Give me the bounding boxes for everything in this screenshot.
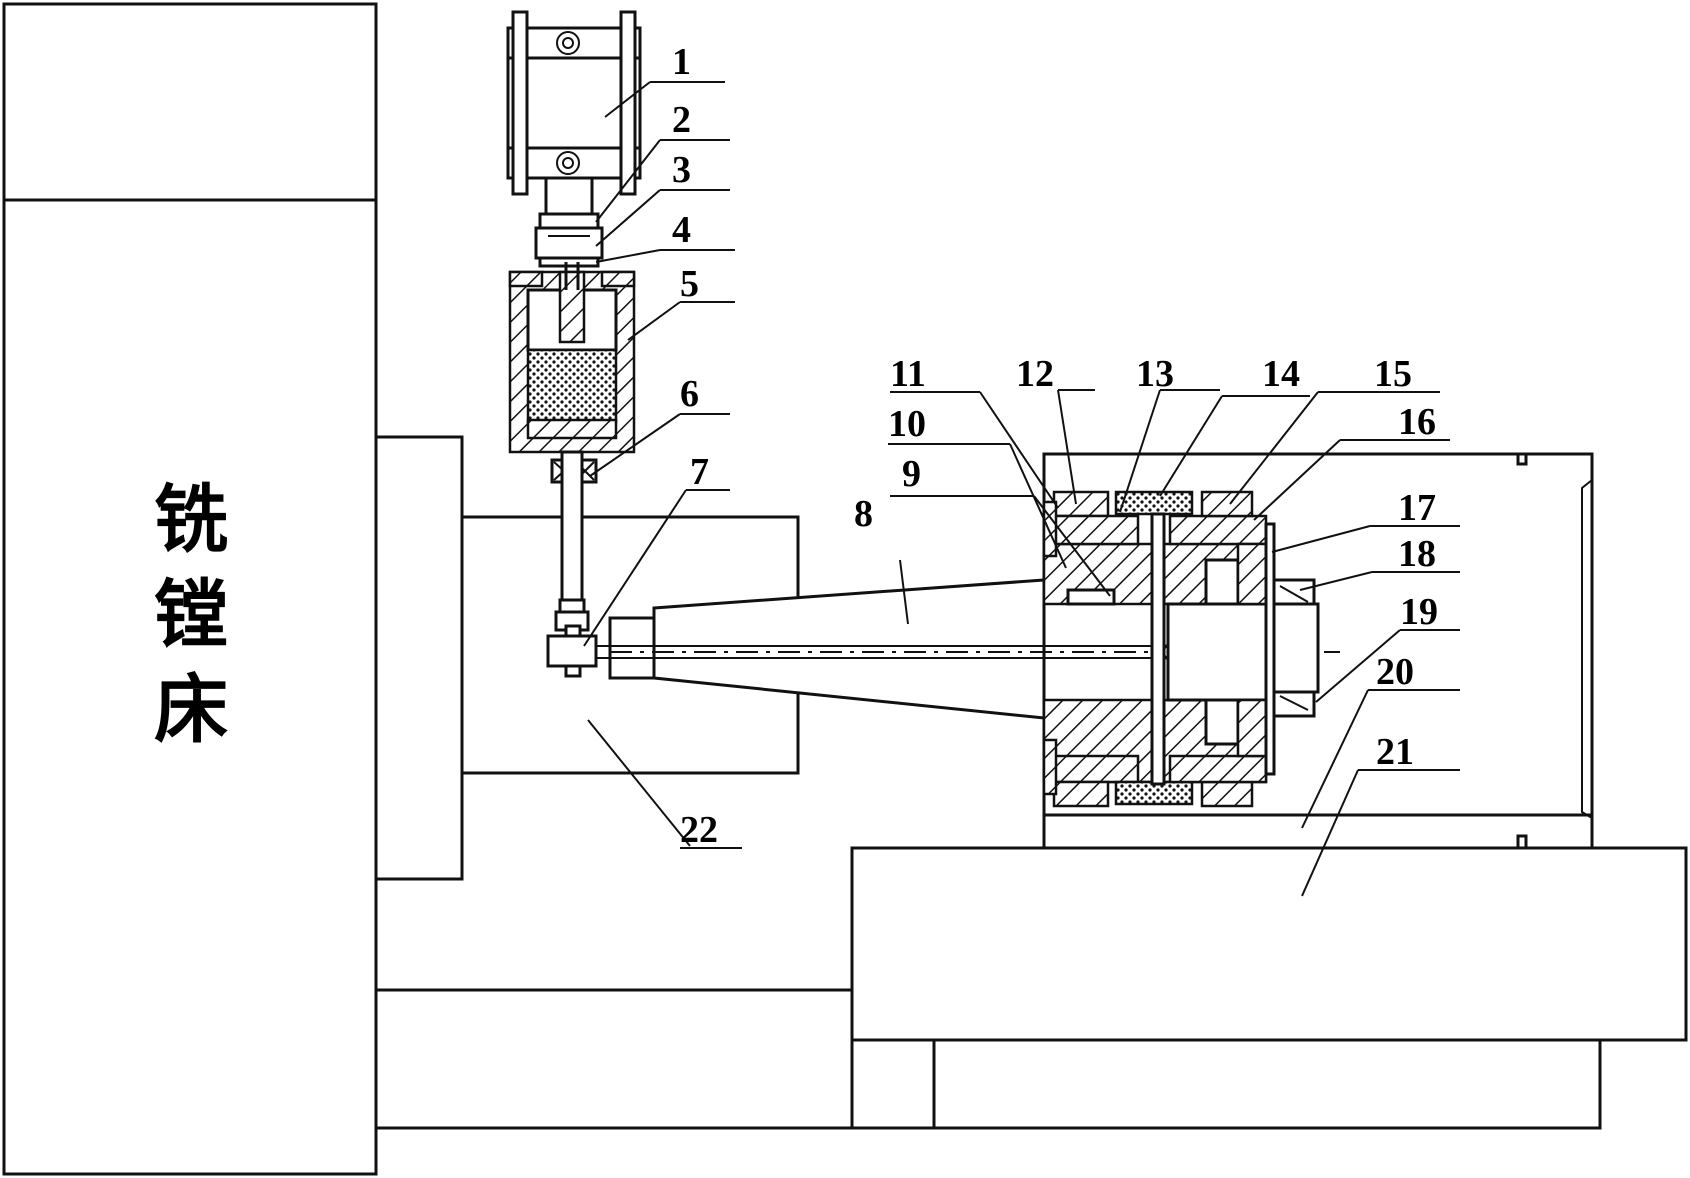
callout-7: 7 <box>690 451 709 493</box>
machine-label-char-1: 铣 <box>154 477 228 563</box>
callout-20: 20 <box>1376 651 1414 693</box>
callout-16: 16 <box>1398 401 1436 443</box>
vertical-rod <box>554 450 590 632</box>
machine-label-char-3: 床 <box>154 667 228 753</box>
callout-8: 8 <box>854 493 873 535</box>
callout-10: 10 <box>888 403 926 445</box>
tool-head-assembly <box>1042 490 1320 808</box>
callout-12: 12 <box>1016 353 1054 395</box>
callout-17: 17 <box>1398 487 1436 529</box>
callout-3: 3 <box>672 149 691 191</box>
callout-4: 4 <box>672 209 691 251</box>
callout-14: 14 <box>1262 353 1300 395</box>
callout-21: 21 <box>1376 731 1414 773</box>
callout-19: 19 <box>1400 591 1438 633</box>
air-cylinder <box>506 10 642 216</box>
leader-lines <box>583 81 1460 897</box>
callout-6: 6 <box>680 373 699 415</box>
callout-11: 11 <box>890 353 926 395</box>
callout-labels: 1 2 3 4 5 6 7 8 9 10 11 12 13 14 15 16 1… <box>672 41 1438 851</box>
callout-22: 22 <box>680 809 718 851</box>
machine-bed <box>376 846 1688 1130</box>
callout-18: 18 <box>1398 533 1436 575</box>
callout-2: 2 <box>672 99 691 141</box>
callout-9: 9 <box>902 453 921 495</box>
callout-15: 15 <box>1374 353 1412 395</box>
callout-13: 13 <box>1136 353 1174 395</box>
machine-label-char-2: 镗 <box>154 572 228 658</box>
callout-1: 1 <box>672 41 691 83</box>
machine-column: 铣 镗 床 <box>2 2 378 1176</box>
coupling <box>534 212 604 268</box>
callout-5: 5 <box>680 263 699 305</box>
connector <box>546 624 598 678</box>
plunger-cylinder <box>508 262 636 454</box>
